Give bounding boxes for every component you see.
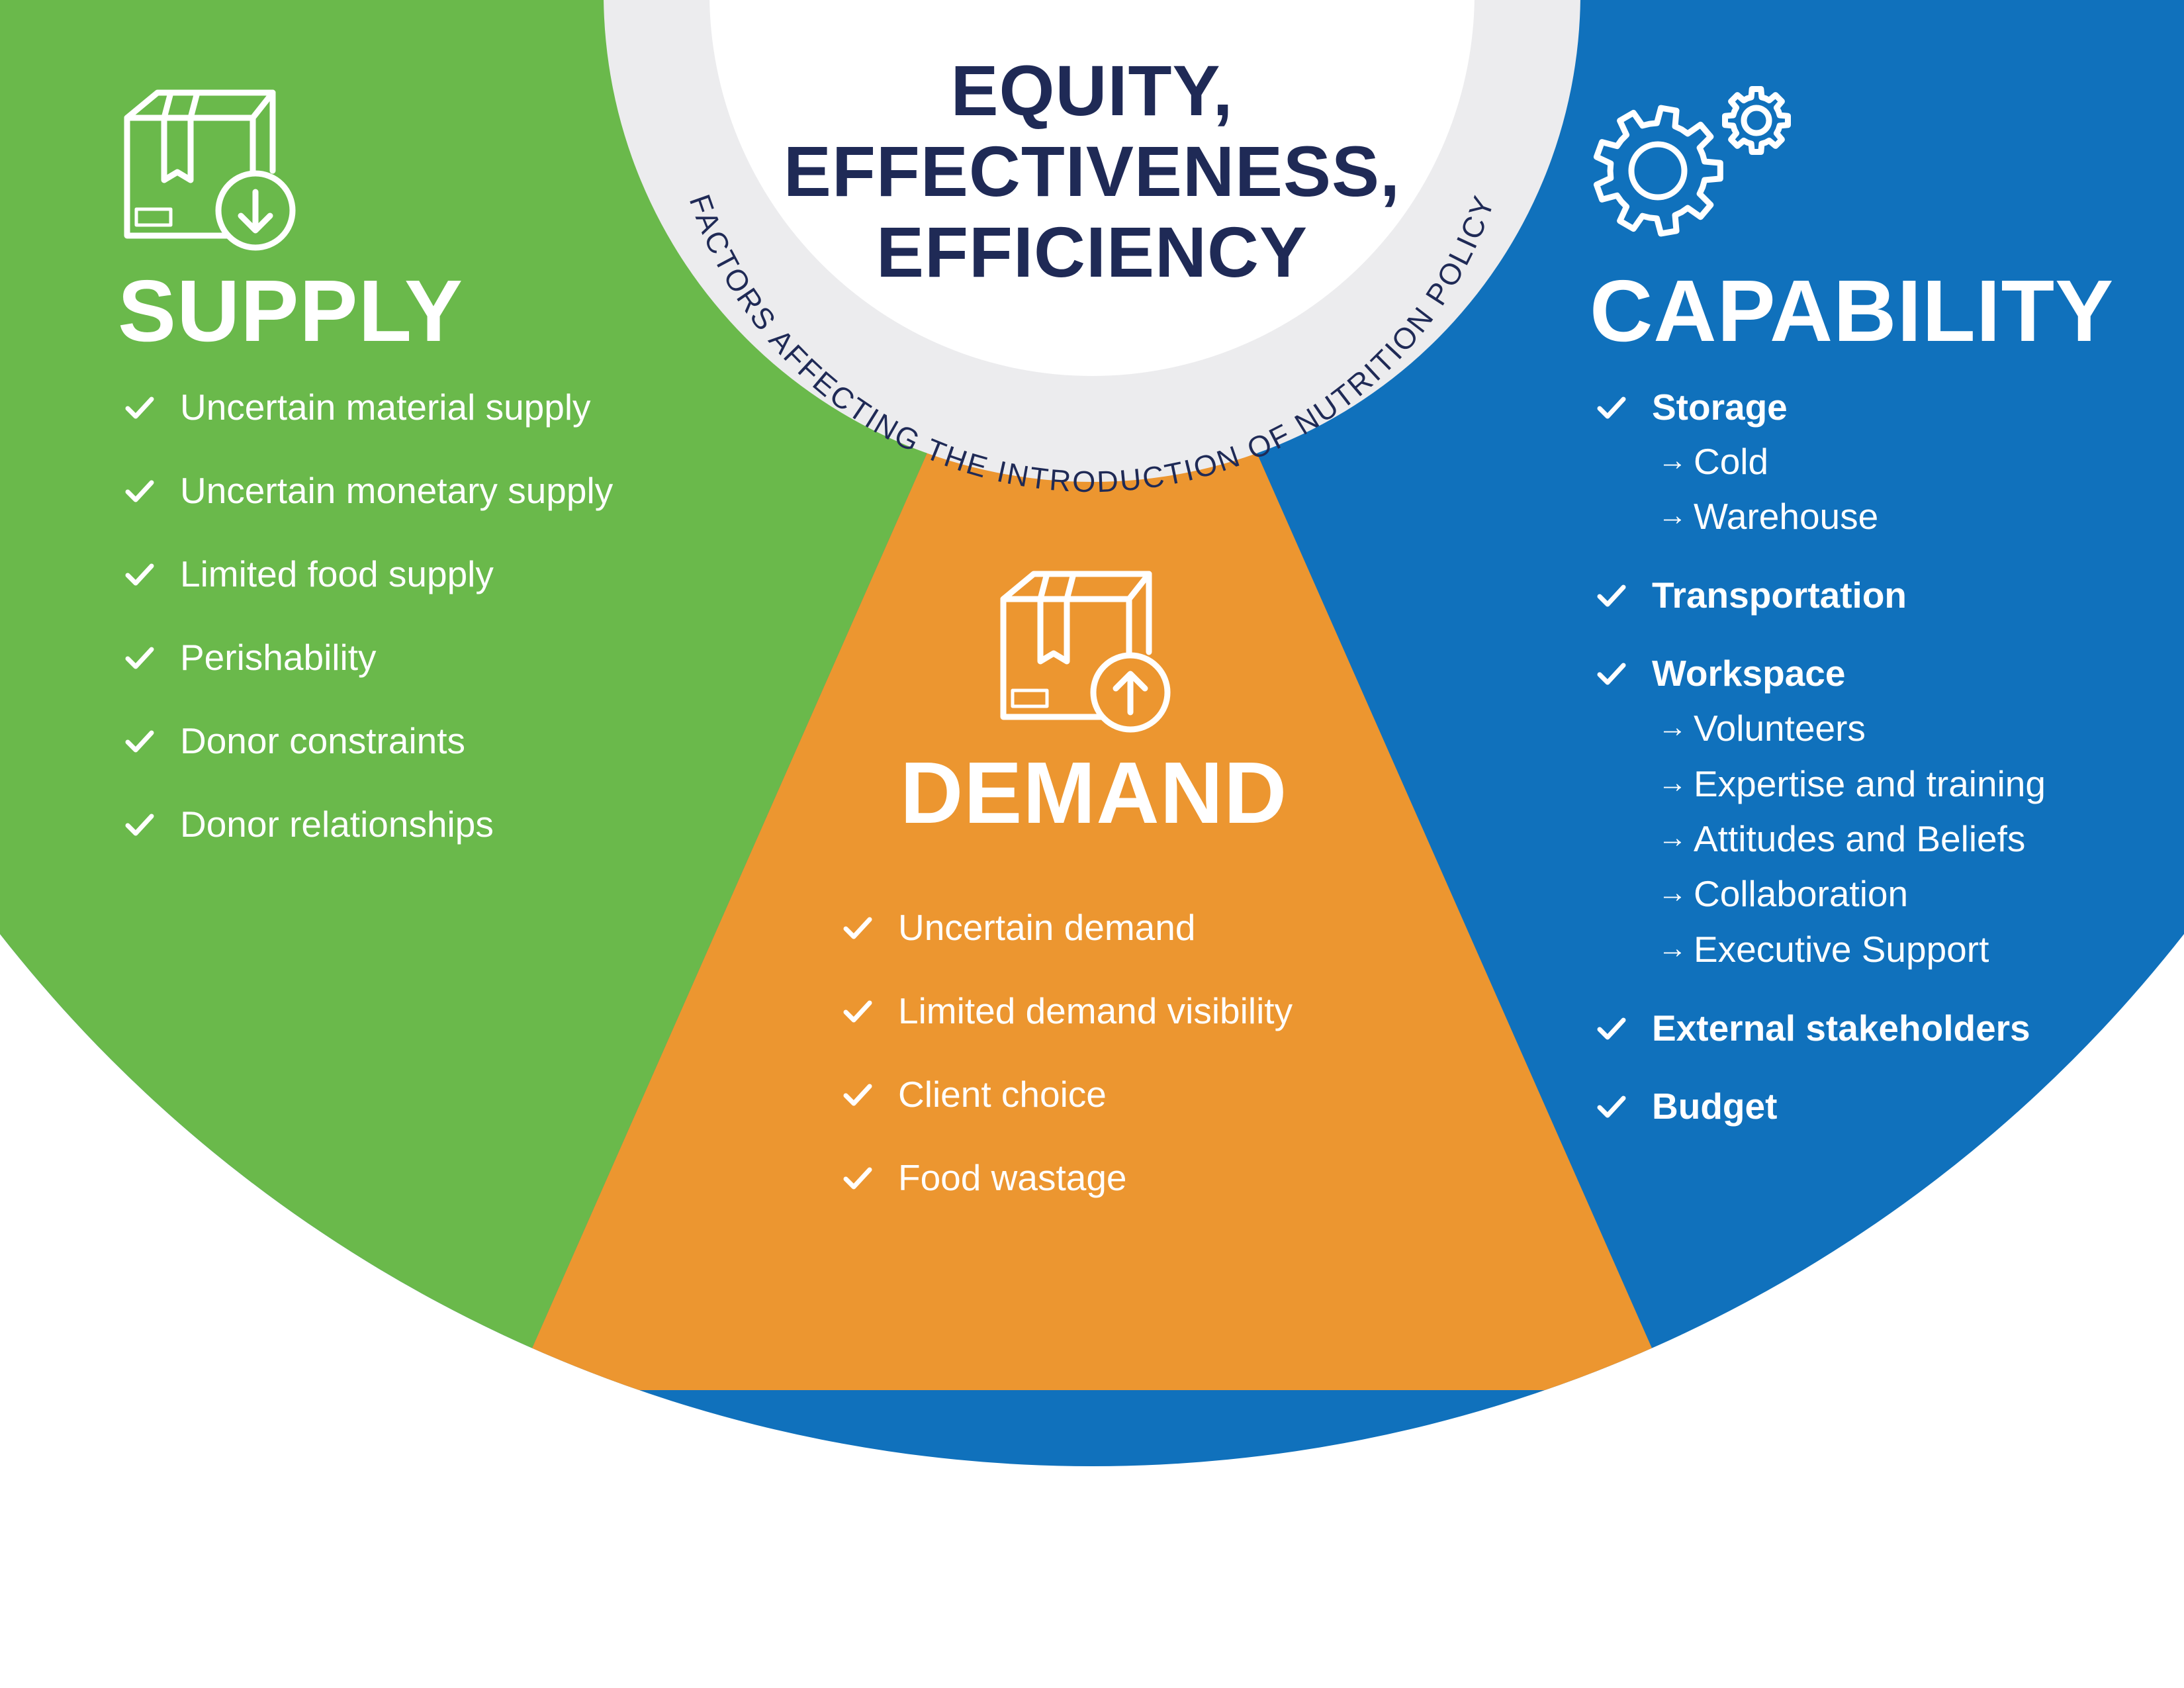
- demand-heading: DEMAND: [900, 744, 1288, 841]
- check-icon: [1596, 1013, 1627, 1044]
- check-icon: [1596, 659, 1627, 689]
- capability-subitem: →Collaboration: [1658, 873, 1909, 914]
- core-disc: [709, 0, 1475, 376]
- capability-subitem: →Warehouse: [1658, 496, 1879, 537]
- capability-subitem: →Cold: [1658, 441, 1769, 482]
- capability-item-storage: Storage: [1596, 389, 1788, 426]
- arrow-right-icon: →: [1658, 932, 1687, 964]
- check-icon: [842, 996, 873, 1027]
- capability-item-workspace: Workspace: [1596, 655, 1845, 692]
- demand-segment: [514, 79, 1670, 1390]
- check-icon: [1596, 581, 1627, 611]
- gear-outline: [1722, 86, 1791, 155]
- arrow-right-icon: →: [1658, 821, 1687, 854]
- check-icon: [842, 913, 873, 943]
- core-title-line-1: EQUITY,: [950, 50, 1234, 130]
- check-icon: [842, 1080, 873, 1110]
- capability-subitem: →Executive Support: [1658, 929, 1989, 970]
- box-up-arrow-icon: [1000, 571, 1171, 733]
- arrow-right-icon: →: [1658, 499, 1687, 532]
- check-icon: [124, 643, 155, 673]
- check-icon: [1596, 393, 1627, 423]
- gears-icon: [1593, 86, 1791, 237]
- arrow-right-icon: →: [1658, 876, 1687, 909]
- capability-subitem: →Expertise and training: [1658, 763, 2046, 804]
- capability-subitem: →Attitudes and Beliefs: [1658, 818, 2026, 859]
- check-icon: [1596, 1092, 1627, 1122]
- arrow-right-icon: →: [1658, 444, 1687, 477]
- capability-item-budget: Budget: [1596, 1088, 1777, 1125]
- demand-item: Uncertain demand: [842, 910, 1195, 946]
- box-down-arrow-icon: [124, 89, 296, 251]
- gear-outline: [1593, 105, 1723, 237]
- check-icon: [124, 559, 155, 590]
- core-title-line-3: EFFICIENCY: [876, 212, 1308, 292]
- capability-heading: CAPABILITY: [1590, 262, 2115, 359]
- supply-item: Uncertain monetary supply: [124, 473, 613, 509]
- demand-item: Client choice: [842, 1076, 1107, 1113]
- capability-item-external-stakeholders: External stakeholders: [1596, 1010, 2030, 1047]
- check-icon: [124, 726, 155, 757]
- supply-item: Limited food supply: [124, 556, 494, 592]
- supply-item: Donor constraints: [124, 723, 465, 759]
- capability-item-transportation: Transportation: [1596, 577, 1907, 614]
- arrow-right-icon: →: [1658, 711, 1687, 743]
- core-title-line-2: EFFECTIVENESS,: [783, 131, 1401, 211]
- supply-item: Uncertain material supply: [124, 389, 591, 426]
- demand-item: Limited demand visibility: [842, 993, 1293, 1029]
- capability-subitem: →Volunteers: [1658, 708, 1866, 749]
- supply-item: Perishability: [124, 639, 377, 676]
- demand-item: Food wastage: [842, 1160, 1127, 1196]
- check-icon: [124, 810, 155, 840]
- arrow-right-icon: →: [1658, 767, 1687, 799]
- supply-heading: SUPPLY: [118, 262, 464, 359]
- supply-item: Donor relationships: [124, 806, 494, 843]
- check-icon: [124, 476, 155, 506]
- check-icon: [124, 393, 155, 423]
- check-icon: [842, 1163, 873, 1194]
